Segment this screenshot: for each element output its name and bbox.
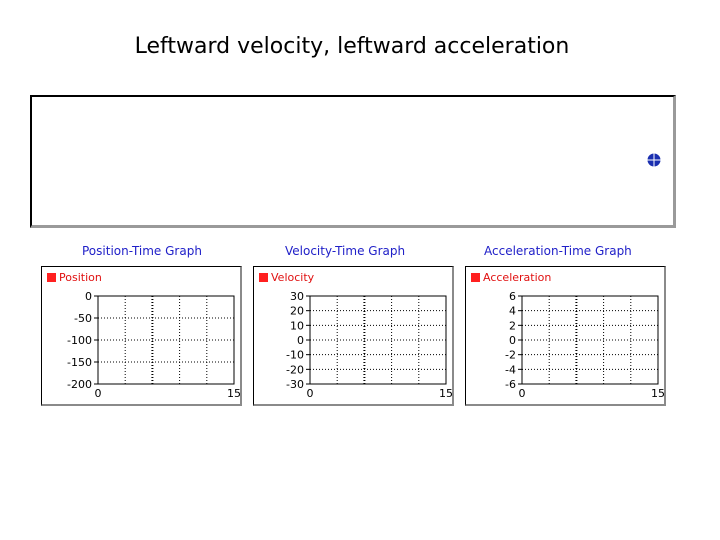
position-y-tick-label: -50 <box>74 312 92 325</box>
velocity-legend-swatch <box>259 273 268 282</box>
velocity-y-tick-label: 20 <box>290 305 304 318</box>
acceleration-legend-label: Acceleration <box>483 271 551 284</box>
acceleration-y-tick-label: 4 <box>509 305 516 318</box>
velocity-y-tick-label: -10 <box>286 349 304 362</box>
position-x-tick-label: 0 <box>95 387 102 400</box>
velocity-x-tick-label: 15 <box>439 387 452 400</box>
velocity-plot-area <box>309 295 447 385</box>
velocity-legend-label: Velocity <box>271 271 315 284</box>
acceleration-graph-title: Acceleration-Time Graph <box>484 244 632 258</box>
blue-dot-icon[interactable] <box>646 152 662 168</box>
position-x-tick-label: 15 <box>227 387 240 400</box>
velocity-y-tick-label: -30 <box>286 378 304 391</box>
acceleration-y-tick-label: 2 <box>509 319 516 332</box>
position-y-tick-label: -100 <box>67 334 92 347</box>
acceleration-y-tick-label: 0 <box>509 334 516 347</box>
velocity-y-tick-label: 10 <box>290 319 304 332</box>
position-y-tick-label: -200 <box>67 378 92 391</box>
motion-track <box>30 95 676 228</box>
acceleration-x-tick-label: 0 <box>519 387 526 400</box>
slide-title: Leftward velocity, leftward acceleration <box>134 34 570 59</box>
velocity-y-tick-label: -20 <box>286 363 304 376</box>
velocity-y-tick-label: 30 <box>290 290 304 303</box>
position-y-tick-label: 0 <box>85 290 92 303</box>
position-plot-area <box>97 295 235 385</box>
acceleration-y-tick-label: -2 <box>505 349 516 362</box>
position-graph-title: Position-Time Graph <box>82 244 202 258</box>
velocity-y-tick-label: 0 <box>297 334 304 347</box>
velocity-x-tick-label: 0 <box>307 387 314 400</box>
position-legend-swatch <box>47 273 56 282</box>
velocity-graph-title: Velocity-Time Graph <box>285 244 406 258</box>
position-legend-label: Position <box>59 271 102 284</box>
acceleration-x-tick-label: 15 <box>651 387 664 400</box>
acceleration-y-tick-label: 6 <box>509 290 516 303</box>
acceleration-y-tick-label: -4 <box>505 363 516 376</box>
position-y-tick-label: -150 <box>67 356 92 369</box>
acceleration-legend-swatch <box>471 273 480 282</box>
acceleration-y-tick-label: -6 <box>505 378 516 391</box>
acceleration-plot-area <box>521 295 659 385</box>
